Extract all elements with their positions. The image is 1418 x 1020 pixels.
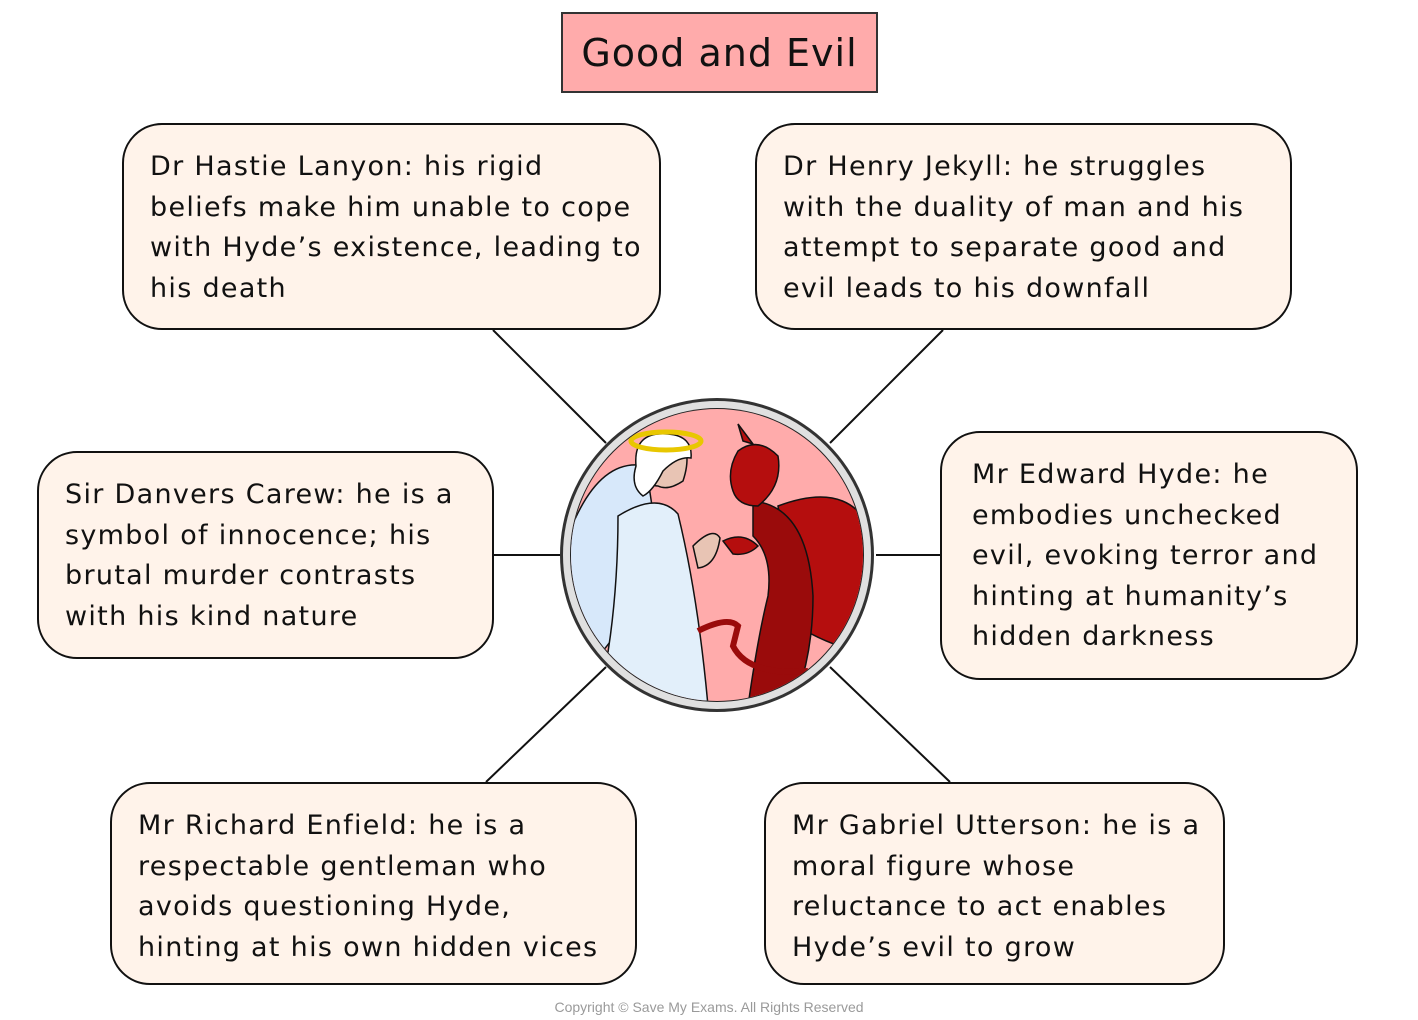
node-hyde: Mr Edward Hyde: he embodies unchecked ev…: [940, 431, 1358, 680]
angel-devil-illustration: [560, 398, 874, 712]
node-lanyon: Dr Hastie Lanyon: his rigid beliefs make…: [122, 123, 661, 330]
node-jekyll: Dr Henry Jekyll: he struggles with the d…: [755, 123, 1292, 330]
copyright-footer: Copyright © Save My Exams. All Rights Re…: [554, 999, 864, 1015]
node-carew: Sir Danvers Carew: he is a symbol of inn…: [37, 451, 494, 659]
devil-icon: [696, 423, 863, 701]
node-enfield: Mr Richard Enfield: he is a respectable …: [110, 782, 637, 985]
angel-icon: [571, 429, 721, 701]
diagram-title: Good and Evil: [561, 12, 878, 93]
node-utterson: Mr Gabriel Utterson: he is a moral figur…: [764, 782, 1225, 985]
